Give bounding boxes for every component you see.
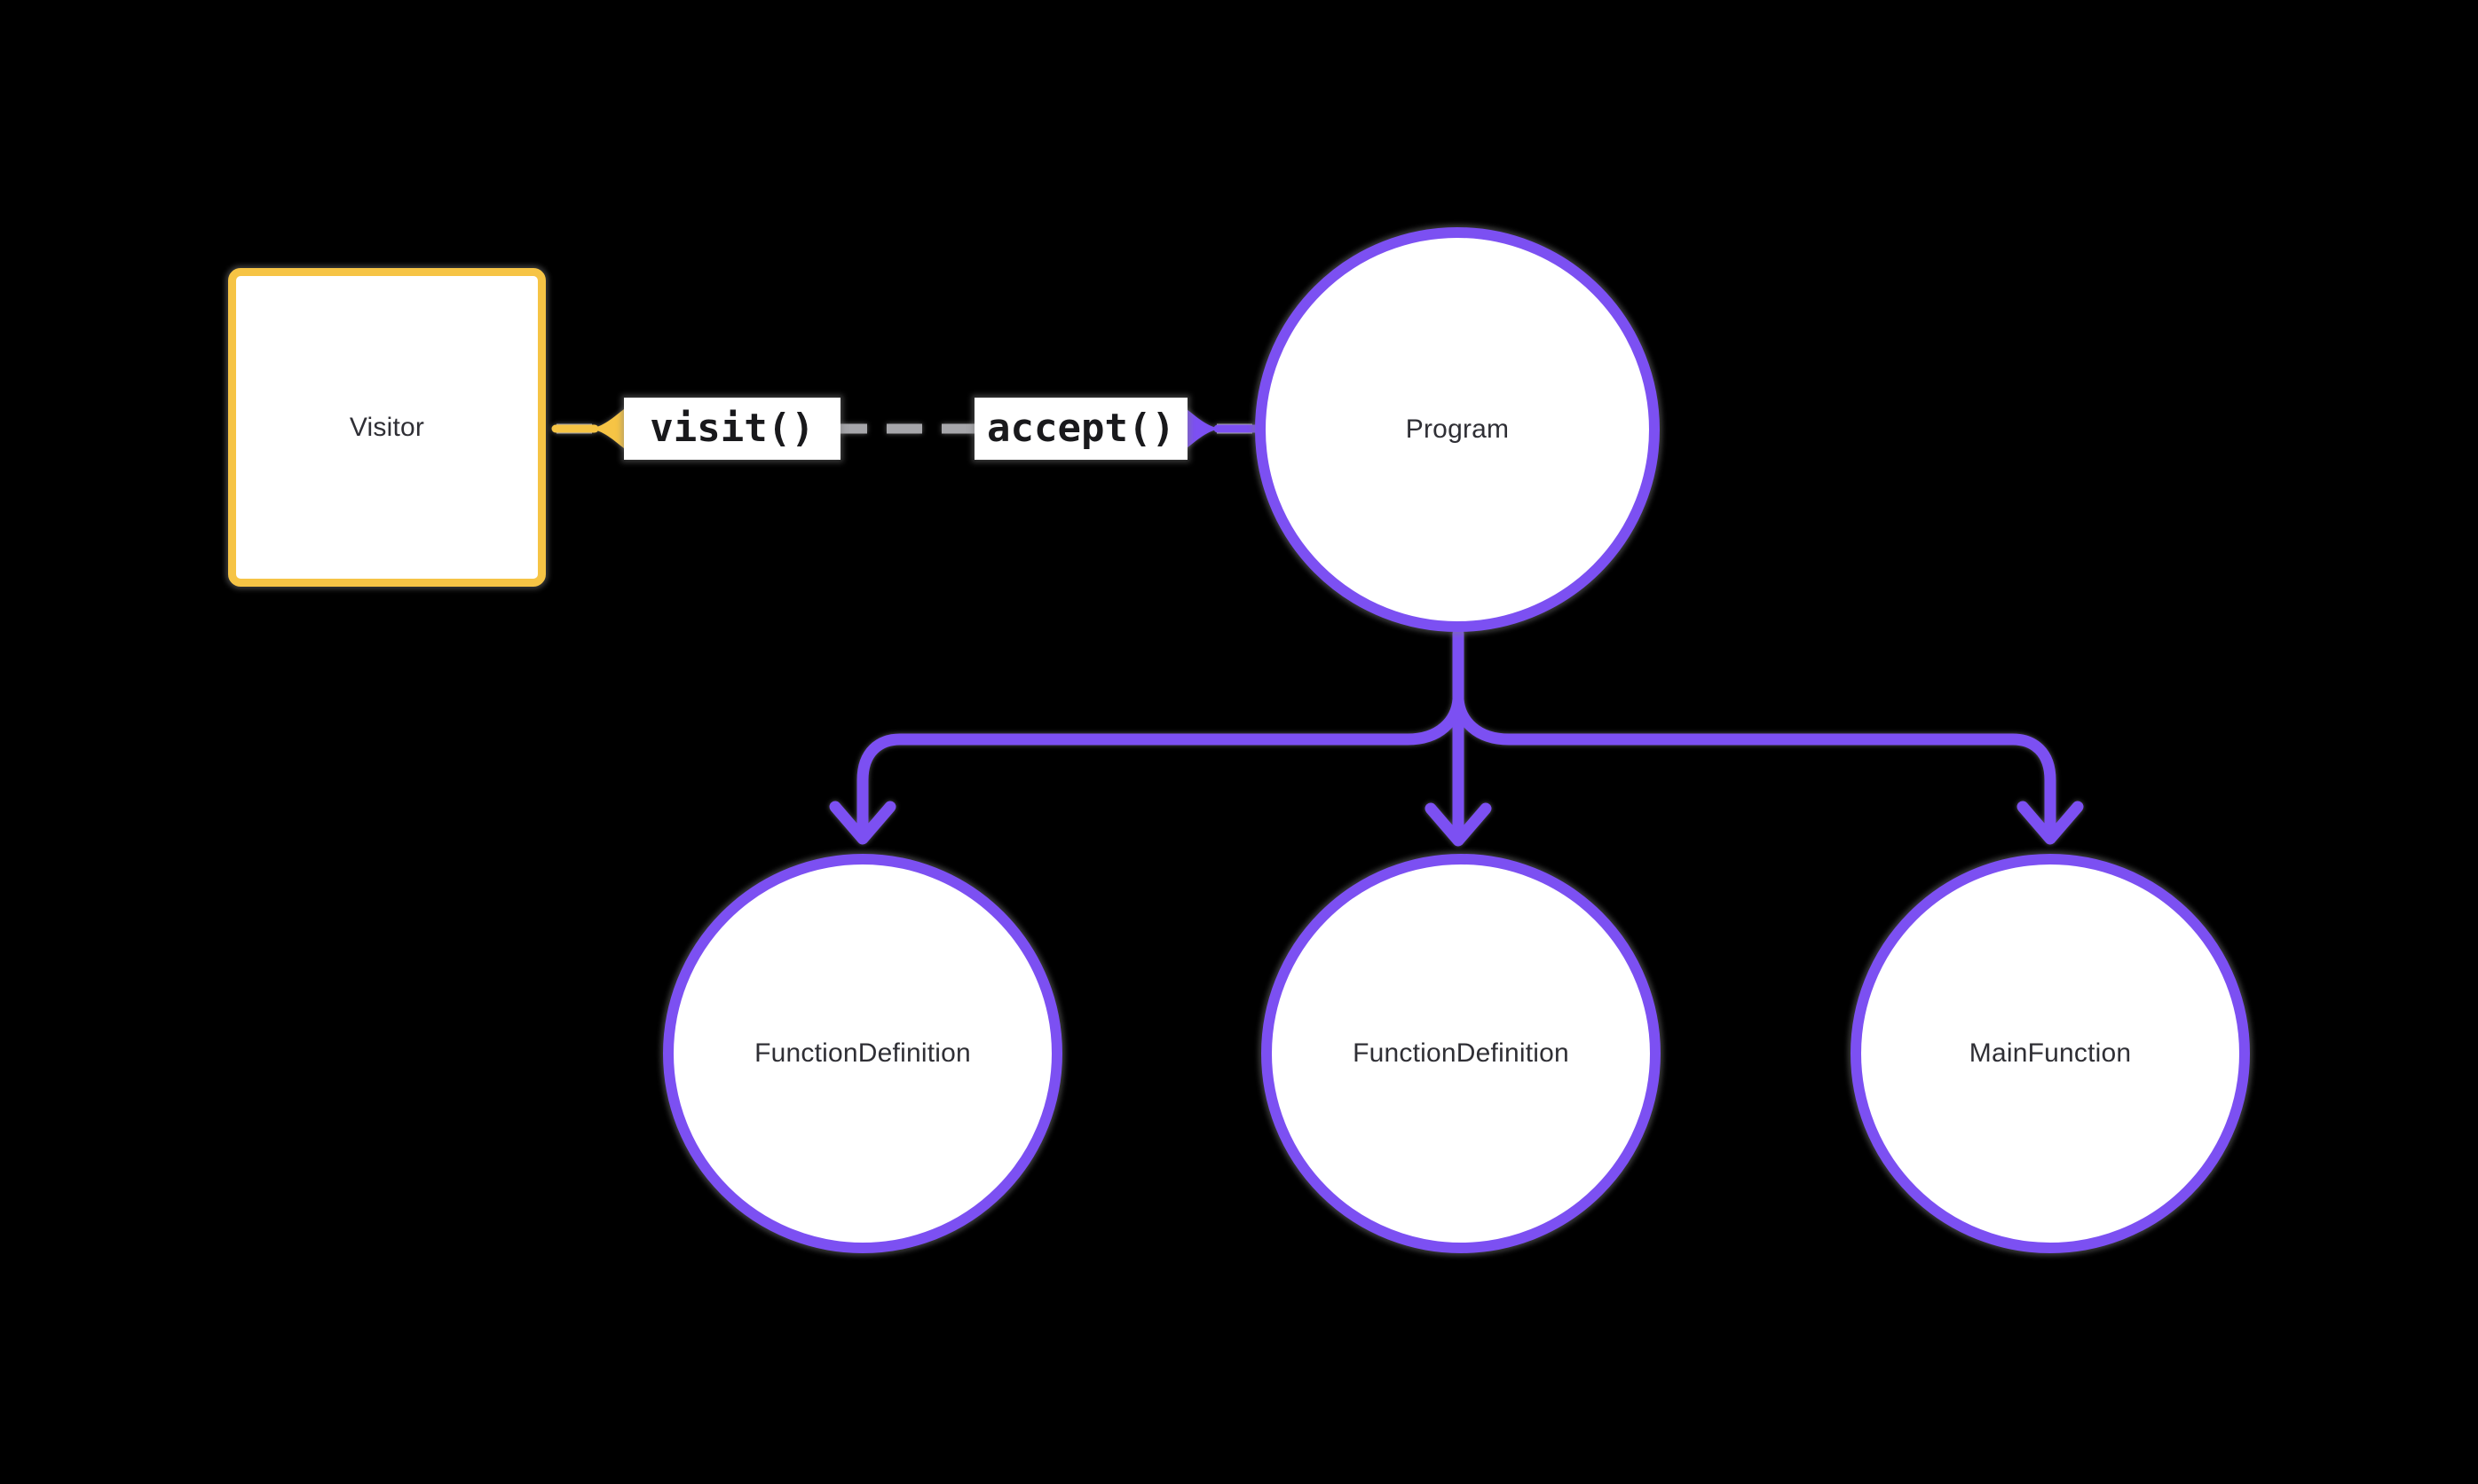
right-branch-arrowhead-icon <box>2016 801 2084 845</box>
program-left-branch-line <box>856 693 1464 835</box>
program-node-label: Program <box>1405 414 1510 444</box>
function-definition-node-1-label: FunctionDefinition <box>754 1038 971 1068</box>
middle-branch-arrowhead-icon <box>1424 802 1492 847</box>
visitor-node-label: Visitor <box>349 412 425 442</box>
main-function-node: MainFunction <box>1851 854 2250 1253</box>
visitor-node: Visitor <box>228 268 546 587</box>
function-definition-node-2: FunctionDefinition <box>1261 854 1661 1253</box>
accept-arrowhead-icon <box>1183 407 1219 451</box>
function-definition-node-2-label: FunctionDefinition <box>1353 1038 1569 1068</box>
visit-arrowhead-icon <box>591 407 627 451</box>
program-node: Program <box>1255 227 1660 632</box>
left-branch-arrowhead-icon <box>829 801 896 845</box>
accept-edge-label-chip: accept() <box>975 398 1188 460</box>
main-function-node-label: MainFunction <box>1969 1038 2132 1068</box>
function-definition-node-1: FunctionDefinition <box>663 854 1062 1253</box>
program-right-branch-line <box>1452 693 2056 835</box>
visit-edge-label-chip: visit() <box>624 398 840 460</box>
visit-edge-label: visit() <box>650 406 815 451</box>
accept-edge-label: accept() <box>987 406 1175 451</box>
